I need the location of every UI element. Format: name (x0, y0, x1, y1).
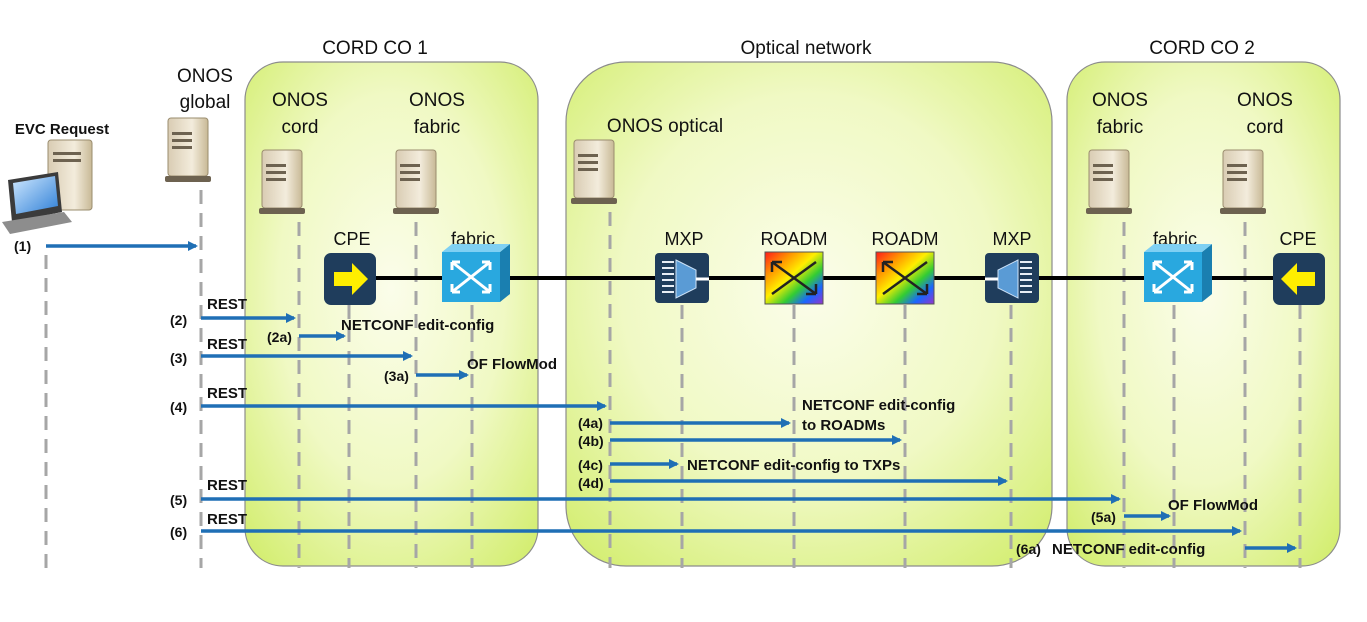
domain-title-optical: Optical network (741, 38, 872, 59)
step-label-6a: (6a) (1016, 541, 1041, 557)
step-label-4a: (4a) (578, 415, 603, 431)
onos-optical-label: ONOS optical (607, 116, 723, 137)
cpe1-device-icon (324, 253, 376, 305)
roadm2-device-icon (875, 251, 935, 305)
co2-cord-label-2: cord (1247, 117, 1284, 138)
co1-fabric-label-2: fabric (414, 117, 460, 138)
message-rest-2: REST (207, 296, 247, 313)
co2-fabric-label-2: fabric (1097, 117, 1143, 138)
message-netconf-4a-line2: to ROADMs (802, 417, 885, 434)
mxp1-label: MXP (664, 229, 703, 249)
step-label-6: (6) (170, 524, 187, 540)
onos-optical-server-icon (570, 139, 618, 205)
co1-fabric-label-1: ONOS (409, 90, 465, 111)
step-label-3a: (3a) (384, 368, 409, 384)
cpe2-label: CPE (1279, 229, 1316, 249)
step-label-2: (2) (170, 312, 187, 328)
computer-icon (2, 139, 93, 234)
roadm1-device-icon (764, 251, 824, 305)
message-rest-6: REST (207, 511, 247, 528)
mxp1-device-icon (655, 253, 709, 303)
roadm2-label: ROADM (872, 229, 939, 249)
onos-global-label-1: ONOS (177, 66, 233, 87)
co1-cord-label-1: ONOS (272, 90, 328, 111)
step-label-4b: (4b) (578, 433, 604, 449)
step-label-5: (5) (170, 492, 187, 508)
evc-request-label: EVC Request (15, 121, 109, 138)
fabric2-switch-icon (1144, 244, 1212, 302)
fabric1-switch-icon (442, 244, 510, 302)
co2-cord-label-1: ONOS (1237, 90, 1293, 111)
step-label-3: (3) (170, 350, 187, 366)
message-netconf-4c: NETCONF edit-config to TXPs (687, 457, 900, 474)
message-rest-5: REST (207, 477, 247, 494)
domain-title-co2: CORD CO 2 (1149, 38, 1255, 59)
mxp2-label: MXP (992, 229, 1031, 249)
message-flowmod-5a: OF FlowMod (1168, 497, 1258, 514)
mxp2-device-icon (985, 253, 1039, 303)
co1-fabric-server-icon (392, 149, 440, 215)
message-netconf-4a-line1: NETCONF edit-config (802, 397, 955, 414)
cpe1-label: CPE (333, 229, 370, 249)
step-label-2a: (2a) (267, 329, 292, 345)
message-arrows (46, 241, 1297, 553)
co2-fabric-label-1: ONOS (1092, 90, 1148, 111)
co2-fabric-server-icon (1085, 149, 1133, 215)
step-label-4d: (4d) (578, 475, 604, 491)
co1-cord-label-2: cord (282, 117, 319, 138)
roadm1-label: ROADM (761, 229, 828, 249)
message-netconf-6a: NETCONF edit-config (1052, 541, 1205, 558)
domain-title-co1: CORD CO 1 (322, 38, 428, 59)
step-label-4c: (4c) (578, 457, 603, 473)
onos-global-server-icon (164, 117, 212, 183)
domain-optical-network (565, 61, 1053, 567)
step-label-4: (4) (170, 399, 187, 415)
co2-cord-server-icon (1219, 149, 1267, 215)
message-netconf-2a: NETCONF edit-config (341, 317, 494, 334)
message-flowmod-3a: OF FlowMod (467, 356, 557, 373)
step-label-1: (1) (14, 238, 31, 254)
co1-cord-server-icon (258, 149, 306, 215)
onos-global-label-2: global (180, 92, 231, 113)
cpe2-device-icon (1273, 253, 1325, 305)
message-rest-4: REST (207, 385, 247, 402)
message-rest-3: REST (207, 336, 247, 353)
domain-cord-co1 (244, 61, 539, 567)
step-label-5a: (5a) (1091, 509, 1116, 525)
domain-cord-co2 (1066, 61, 1341, 567)
